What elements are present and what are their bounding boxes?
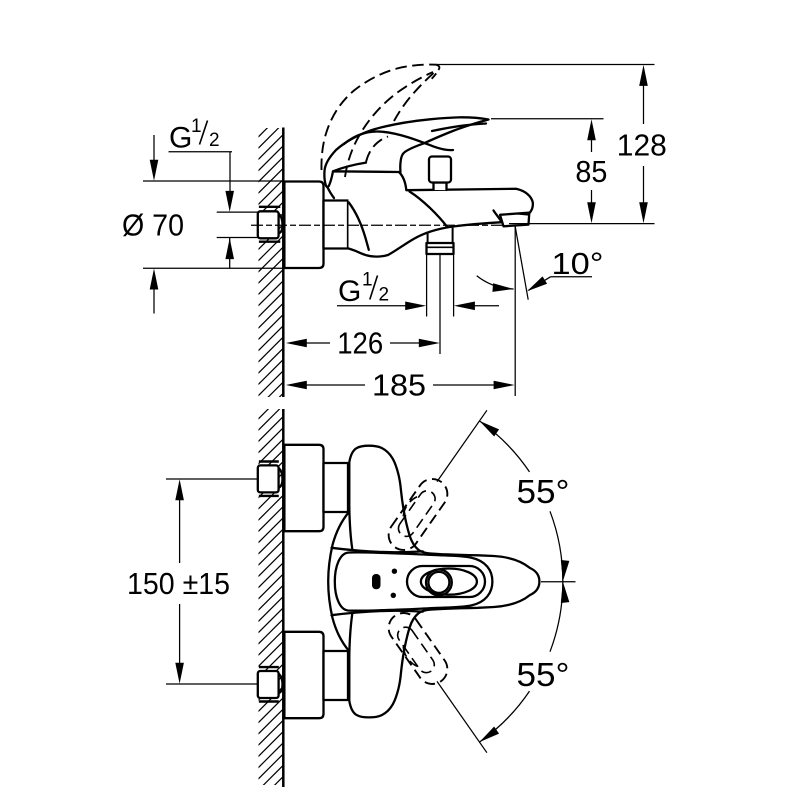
svg-text:2: 2: [379, 285, 390, 306]
svg-text:Ø 70: Ø 70: [122, 208, 184, 243]
svg-text:55°: 55°: [517, 656, 570, 693]
svg-text:1: 1: [191, 116, 202, 137]
svg-text:55°: 55°: [517, 473, 570, 510]
svg-text:10°: 10°: [552, 246, 604, 281]
svg-text:G: G: [338, 275, 361, 308]
svg-text:126: 126: [337, 326, 383, 361]
svg-text:1: 1: [362, 270, 373, 291]
svg-text:85: 85: [575, 154, 607, 189]
svg-text:G: G: [169, 122, 192, 155]
svg-text:150 ±15: 150 ±15: [127, 566, 230, 601]
svg-text:2: 2: [209, 130, 220, 151]
svg-text:128: 128: [617, 128, 667, 163]
svg-text:185: 185: [372, 368, 426, 403]
